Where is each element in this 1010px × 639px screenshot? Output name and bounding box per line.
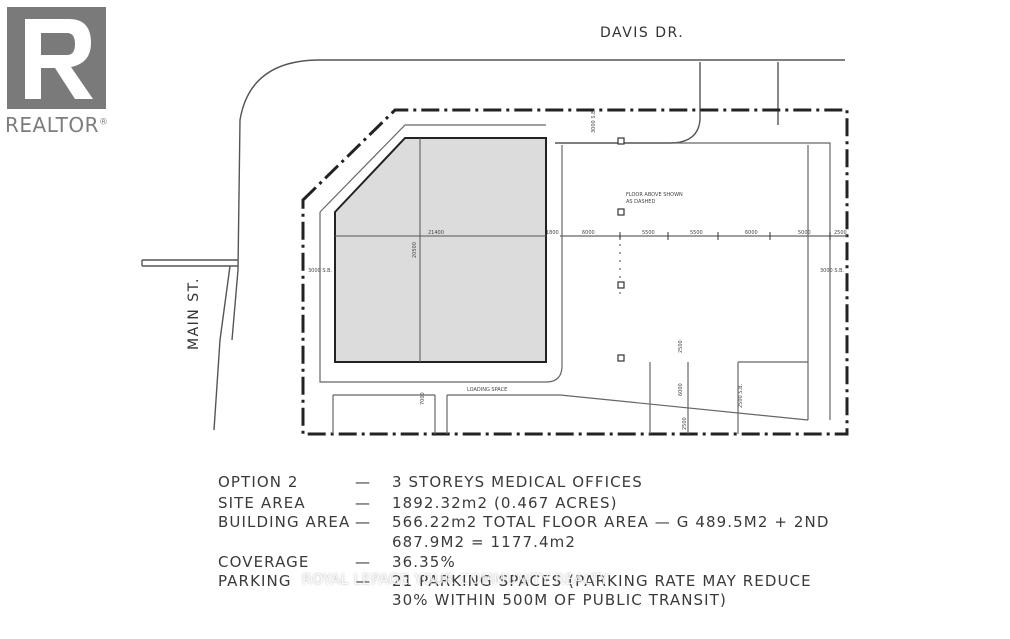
- loading-space-label: LOADING SPACE: [467, 387, 507, 393]
- setback-west-label: 3000 S.B.: [308, 268, 333, 274]
- dim-6000b-label: 6000: [745, 230, 758, 236]
- dim-20500-label: 20500: [412, 242, 418, 258]
- davis-dr-label: DAVIS DR.: [600, 25, 684, 41]
- note-value: 1892.32m2 (0.467 ACRES): [392, 494, 618, 512]
- dim-2500s-label: 2500: [682, 417, 688, 430]
- note-label: SITE AREA: [218, 494, 306, 512]
- dim-5000-label: 5000: [798, 230, 811, 236]
- main-st-label: MAIN ST.: [186, 277, 202, 350]
- property-boundary: [301, 108, 849, 436]
- note-label: BUILDING AREA: [218, 513, 351, 531]
- note-value: 566.22m2 TOTAL FLOOR AREA — G 489.5M2 + …: [392, 513, 830, 531]
- note-value: 3 STOREYS MEDICAL OFFICES: [392, 473, 643, 491]
- dim-5500a-label: 5500: [642, 230, 655, 236]
- note-label: OPTION 2: [218, 473, 299, 491]
- note-dash: —: [355, 494, 372, 512]
- dim-5500b-label: 5500: [690, 230, 703, 236]
- parking-lot-outline: [319, 124, 847, 434]
- davis-dr-road: [237, 59, 845, 271]
- dim-1800-label: 1800: [546, 230, 559, 236]
- note-label: COVERAGE: [218, 553, 310, 571]
- setback-north-label: 3000 S.B.: [591, 108, 597, 133]
- note-value: 687.9M2 = 1177.4m2: [392, 533, 576, 551]
- setback-south-east-label: 2500 S.B.: [738, 383, 744, 408]
- building-footprint: [334, 137, 547, 363]
- dim-21400-label: 21400: [428, 230, 444, 236]
- note-value: 21 PARKING SPACES (PARKING RATE MAY REDU…: [392, 572, 812, 590]
- note-dash: —: [355, 473, 372, 491]
- dim-2500-label: 2500: [834, 230, 847, 236]
- floor-above-label: FLOOR ABOVE SHOWN: [626, 192, 683, 198]
- realtor-wordmark-text: REALTOR: [5, 113, 99, 137]
- dim-6000v-label: 6000: [678, 383, 684, 396]
- realtor-logo-icon: [7, 7, 106, 109]
- dim-7000-label: 7000: [420, 392, 426, 405]
- note-value: 30% WITHIN 500M OF PUBLIC TRANSIT): [392, 591, 727, 609]
- dim-6000a-label: 6000: [582, 230, 595, 236]
- brokerage-watermark: ROYAL LEPAGE YOUR COMMUNITY REALTY: [302, 572, 609, 588]
- site-markers: [617, 137, 625, 362]
- registered-mark: ®: [98, 117, 109, 128]
- setback-east-label: 3000 S.B.: [820, 268, 845, 274]
- dimension-ticks: [619, 232, 831, 240]
- note-dash: —: [355, 553, 372, 571]
- main-st-road: [141, 259, 239, 431]
- as-dashed-label: AS DASHED: [626, 199, 655, 205]
- note-dash: —: [355, 572, 372, 590]
- realtor-r-icon: [7, 7, 106, 109]
- note-label: PARKING: [218, 572, 292, 590]
- realtor-wordmark: REALTOR®: [5, 113, 108, 137]
- note-value: 36.35%: [392, 553, 456, 571]
- note-dash: —: [355, 513, 372, 531]
- dim-2500v-label: 2500: [678, 340, 684, 353]
